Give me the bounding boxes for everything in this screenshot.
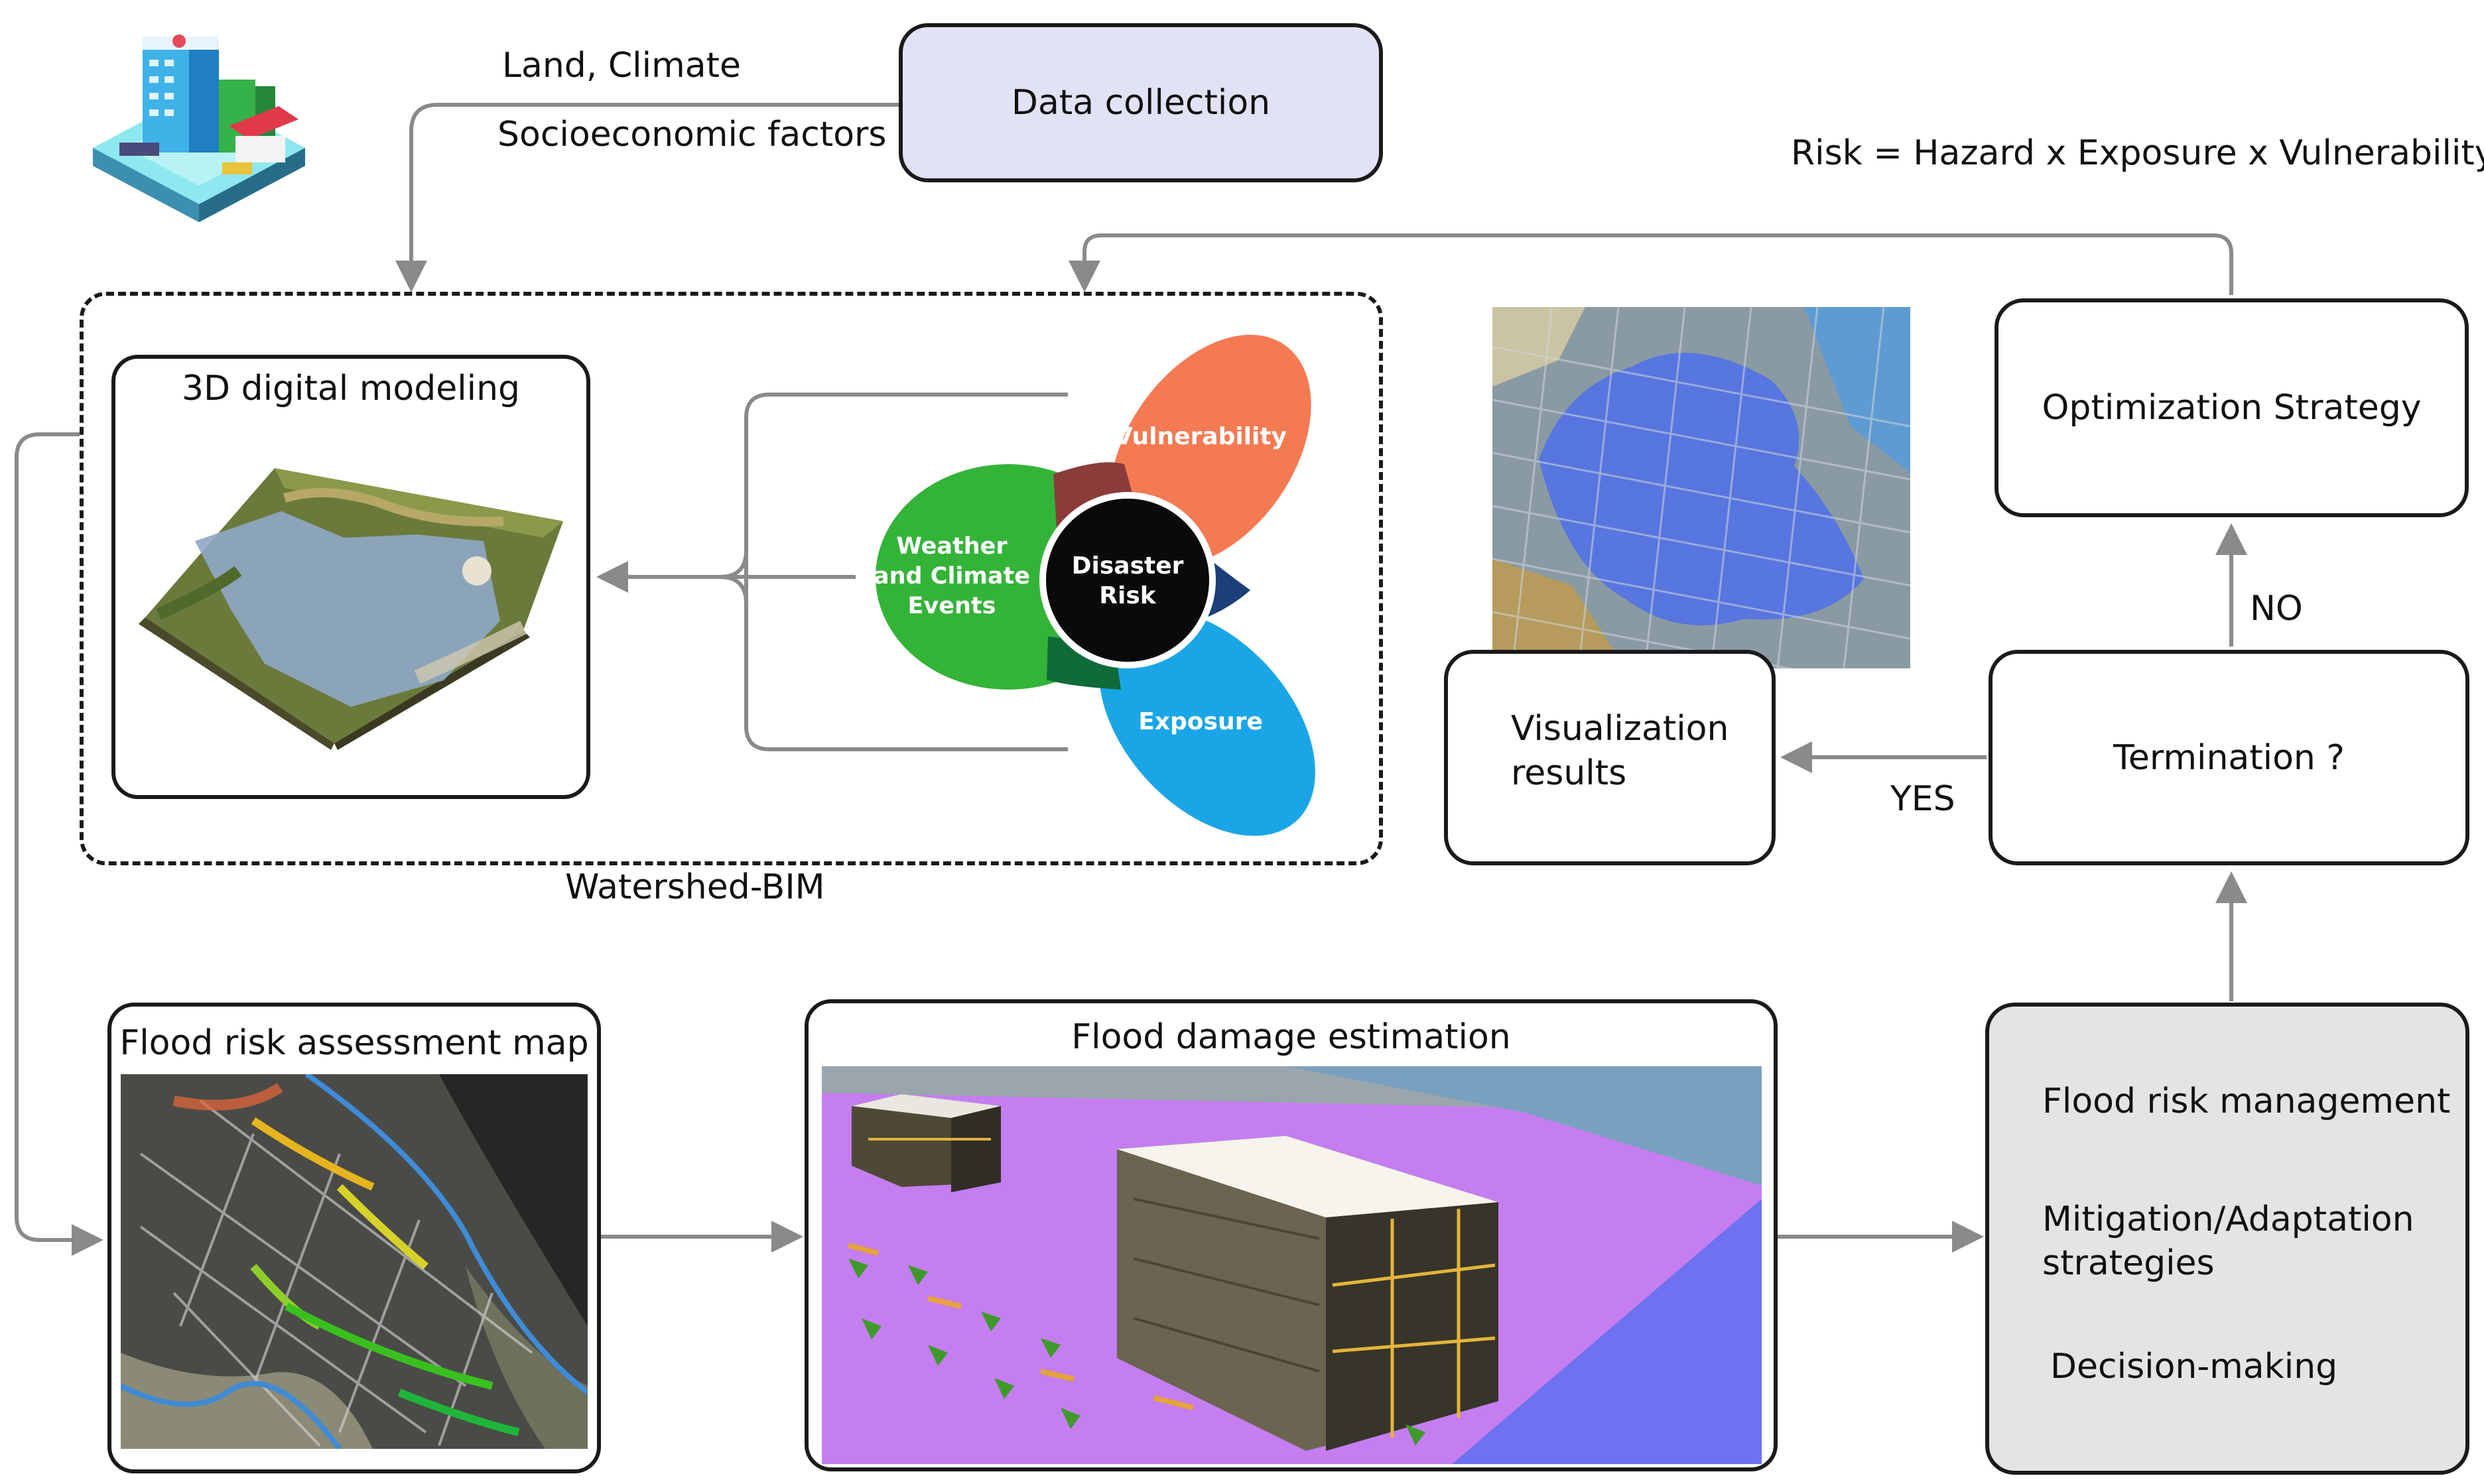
visualization-line-2: results (1511, 753, 1627, 793)
risk-formula: Risk = Hazard x Exposure x Vulnerability (1791, 133, 2484, 173)
disaster-risk-core (1039, 492, 1216, 668)
yes-branch-label: YES (1890, 779, 1955, 819)
city-building-icon (93, 34, 305, 222)
flood-risk-map-title: Flood risk assessment map (119, 1023, 589, 1063)
visualization-line-1: Visualization (1511, 709, 1729, 749)
flood-risk-map-image (121, 1074, 588, 1449)
management-item-2-line-1: Mitigation/Adaptation (2042, 1200, 2414, 1239)
vulnerability-label: Vulnerability (1114, 423, 1287, 450)
disaster-risk-venn: Vulnerability Weather and Climate Events… (874, 334, 1315, 836)
arrow-data-to-bim (395, 103, 902, 292)
modeling-title: 3D digital modeling (181, 369, 521, 408)
weather-label-2: and Climate (874, 563, 1030, 589)
optimization-strategy-label: Optimization Strategy (2042, 388, 2422, 428)
flood-risk-map-box[interactable]: Flood risk assessment map (107, 1003, 601, 1473)
input-label-land-climate: Land, Climate (502, 46, 741, 86)
data-collection-label: Data collection (1011, 83, 1271, 123)
weather-label-3: Events (908, 593, 996, 619)
arrow-optimization-to-bim (1069, 233, 2233, 295)
flood-visualization-map (1492, 307, 1910, 668)
management-item-1: Flood risk management (2042, 1082, 2451, 1121)
no-branch-label: NO (2250, 589, 2303, 629)
bracket-join-bottom (719, 575, 748, 604)
termination-box[interactable]: Termination ? (1989, 650, 2469, 865)
data-collection-box[interactable]: Data collection (899, 23, 1383, 182)
arrow-bim-to-floodmap (15, 432, 103, 1256)
management-item-3: Decision-making (2050, 1347, 2338, 1387)
flood-damage-title: Flood damage estimation (1071, 1017, 1511, 1057)
flood-damage-box[interactable]: Flood damage estimation (805, 999, 1778, 1471)
large-building (1117, 1136, 1498, 1451)
weather-label-1: Weather (896, 533, 1008, 560)
visualization-results-box[interactable]: Visualization results (1444, 650, 1776, 865)
termination-label: Termination ? (2113, 737, 2345, 778)
optimization-strategy-box[interactable]: Optimization Strategy (1994, 298, 2469, 517)
modeling-box[interactable]: 3D digital modeling (111, 355, 590, 799)
disaster-label: Disaster (1072, 552, 1184, 580)
exposure-label: Exposure (1138, 708, 1263, 735)
input-label-socioeconomic: Socioeconomic factors (497, 115, 887, 155)
risk-label: Risk (1099, 582, 1156, 609)
small-building (852, 1094, 1001, 1192)
bracket-venn (744, 393, 1068, 751)
watershed-bim-label: Watershed-BIM (565, 867, 825, 907)
flood-risk-management-box[interactable]: Flood risk management Mitigation/Adaptat… (1985, 1003, 2469, 1475)
watershed-bim-group (80, 292, 1383, 865)
management-item-2-line-2: strategies (2042, 1243, 2215, 1283)
flood-damage-scene (822, 1066, 1762, 1464)
terrain-model-image (139, 468, 563, 750)
exposure-petal (1099, 609, 1315, 836)
